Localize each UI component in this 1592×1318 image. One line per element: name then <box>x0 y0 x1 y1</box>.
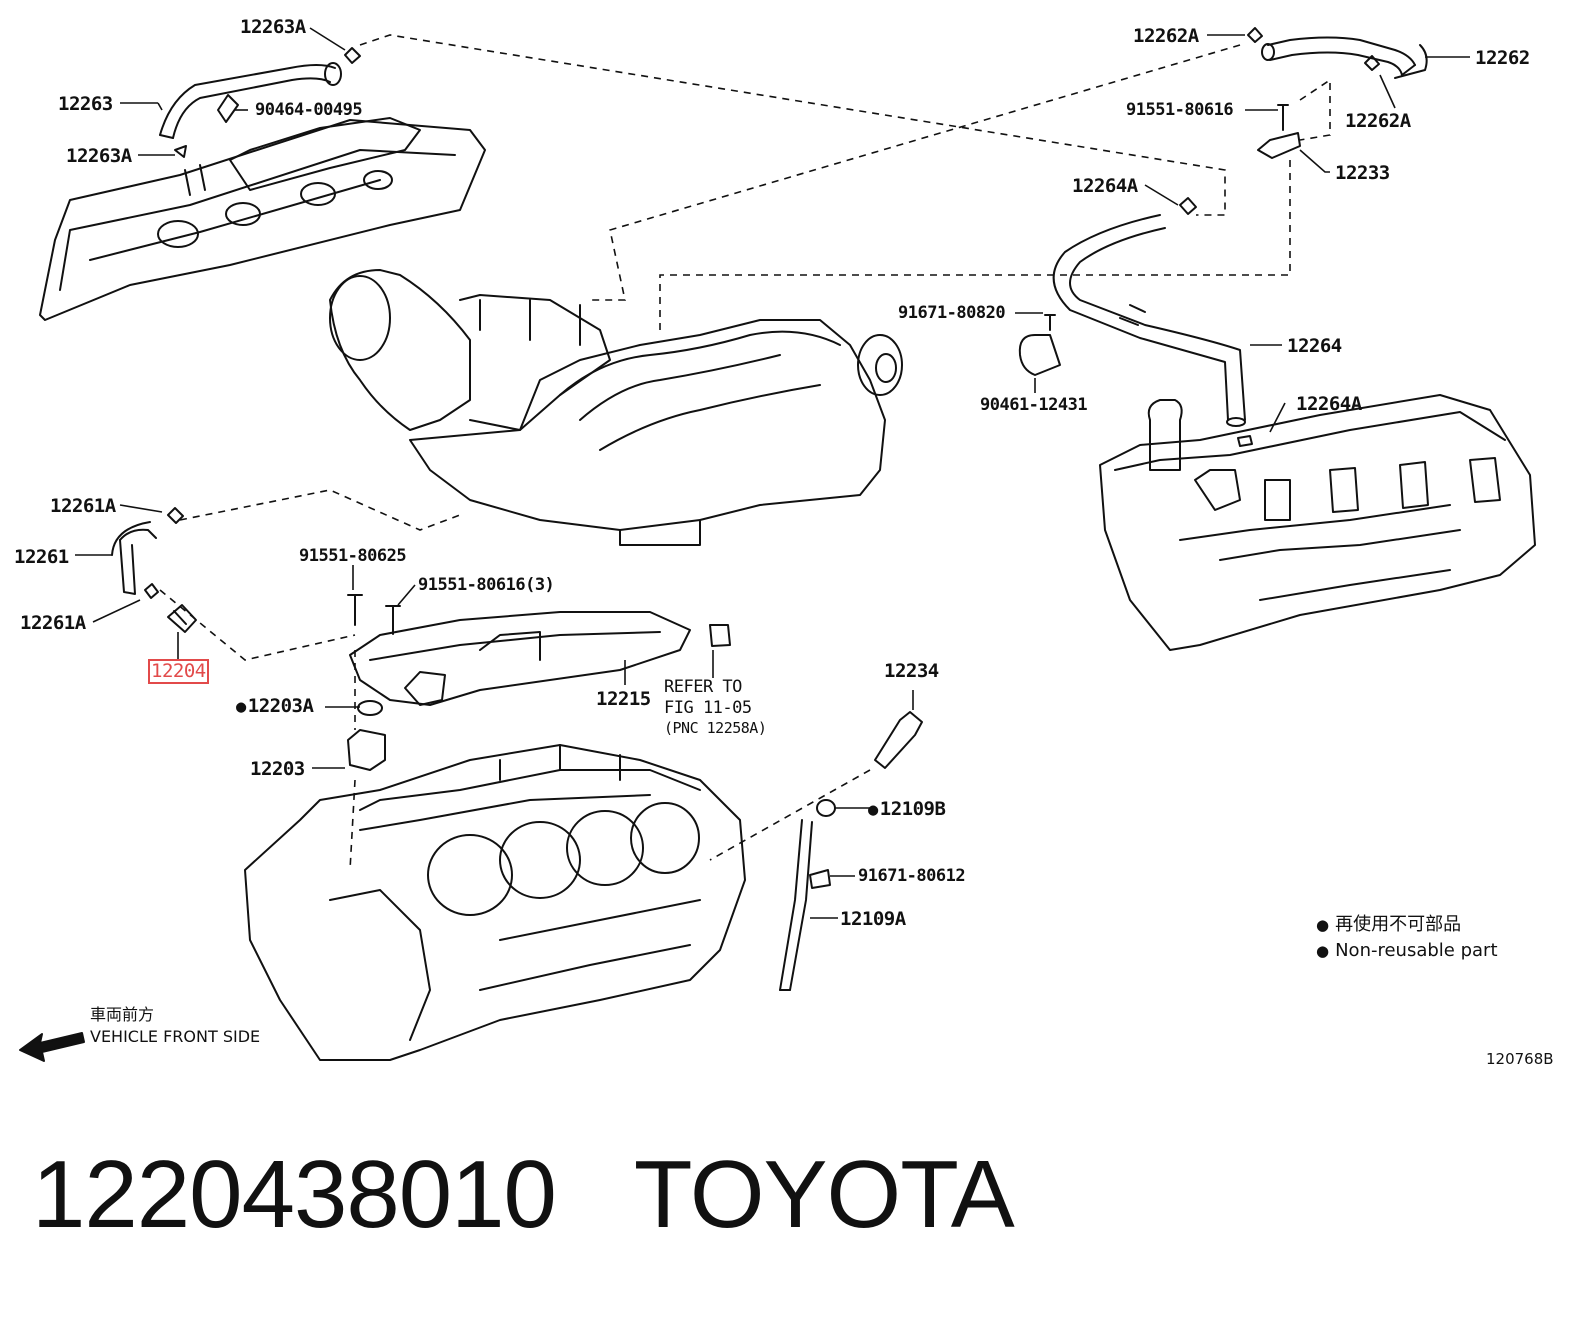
label-12109B[interactable]: 12109B <box>868 800 946 819</box>
legend-en: ●Non-reusable part <box>1316 940 1498 961</box>
front-en: VEHICLE FRONT SIDE <box>90 1027 261 1046</box>
hose-12263 <box>159 47 361 158</box>
label-12204-highlighted[interactable]: 12204 <box>148 659 209 684</box>
intake-manifold <box>329 269 903 546</box>
label-90464-00495[interactable]: 90464-00495 <box>255 100 363 120</box>
oil-level-gauge-guide <box>779 711 923 991</box>
cylinder-block <box>244 744 746 1061</box>
label-12215[interactable]: 12215 <box>596 688 651 710</box>
bolt-91551-80616 <box>385 605 401 635</box>
refer-line-3: (PNC 12258A) <box>664 719 767 737</box>
clamp <box>1247 27 1263 43</box>
label-91671-80820[interactable]: 91671-80820 <box>898 303 1006 323</box>
vehicle-front-caption: 車両前方 VEHICLE FRONT SIDE <box>90 1004 260 1048</box>
union-12203 <box>347 729 386 771</box>
bracket-12233 <box>1257 132 1301 159</box>
non-reusable-dot-icon: ● <box>1316 916 1330 934</box>
clamp <box>144 583 159 599</box>
gasket-12203A <box>357 700 383 716</box>
bolt-91551-80625 <box>347 594 363 626</box>
label-90461-12431[interactable]: 90461-12431 <box>980 395 1088 415</box>
footer: 1220438010 TOYOTA <box>32 1140 1015 1250</box>
label-12203[interactable]: 12203 <box>250 758 305 780</box>
hose-12262 <box>1261 36 1428 79</box>
legend-jp: ●再使用不可部品 <box>1316 914 1462 935</box>
label-12263[interactable]: 12263 <box>58 93 113 115</box>
label-12261A-top[interactable]: 12261A <box>50 495 116 517</box>
label-12262A-top[interactable]: 12262A <box>1133 25 1199 47</box>
label-12263A-bottom[interactable]: 12263A <box>66 145 132 167</box>
figure-code: 120768B <box>1486 1050 1554 1068</box>
label-12263A-top[interactable]: 12263A <box>240 16 306 38</box>
label-12109A[interactable]: 12109A <box>840 908 906 930</box>
right-cylinder-head-cover <box>1099 394 1536 651</box>
pcv-valve-12204 <box>167 604 197 633</box>
front-jp: 車両前方 <box>90 1005 155 1024</box>
left-cylinder-head-cover <box>39 117 486 321</box>
label-91671-80612[interactable]: 91671-80612 <box>858 866 966 886</box>
label-12261A-bottom[interactable]: 12261A <box>20 612 86 634</box>
clamp <box>1237 435 1253 447</box>
hose-12261 <box>111 521 157 595</box>
label-12264A-bottom[interactable]: 12264A <box>1296 393 1362 415</box>
part-number: 1220438010 <box>32 1141 557 1248</box>
label-91551-80625[interactable]: 91551-80625 <box>299 546 407 566</box>
legend: ●再使用不可部品 ●Non-reusable part <box>1316 912 1498 964</box>
label-12264[interactable]: 12264 <box>1287 335 1342 357</box>
label-91551-80616-3[interactable]: 91551-80616(3) <box>418 575 555 595</box>
label-12203A[interactable]: 12203A <box>236 697 314 716</box>
refer-line-1: REFER TO <box>664 677 742 697</box>
label-12233[interactable]: 12233 <box>1335 162 1390 184</box>
oil-separator-12215 <box>349 611 691 706</box>
label-12234[interactable]: 12234 <box>884 660 939 682</box>
clamp <box>1364 55 1380 71</box>
front-arrow-icon <box>19 1032 85 1062</box>
refer-line-2: FIG 11-05 <box>664 698 752 718</box>
grommet <box>709 624 731 647</box>
clamp <box>1179 197 1197 215</box>
clamp <box>167 507 184 524</box>
label-12261[interactable]: 12261 <box>14 546 69 568</box>
non-reusable-dot-icon: ● <box>1316 942 1330 960</box>
clamp-90461 <box>1018 334 1061 376</box>
brand-name: TOYOTA <box>633 1141 1015 1248</box>
hose-12264 <box>1052 214 1246 427</box>
label-12262A-right[interactable]: 12262A <box>1345 110 1411 132</box>
label-12262[interactable]: 12262 <box>1475 47 1530 69</box>
label-91551-80616[interactable]: 91551-80616 <box>1126 100 1234 120</box>
label-12264A-top[interactable]: 12264A <box>1072 175 1138 197</box>
